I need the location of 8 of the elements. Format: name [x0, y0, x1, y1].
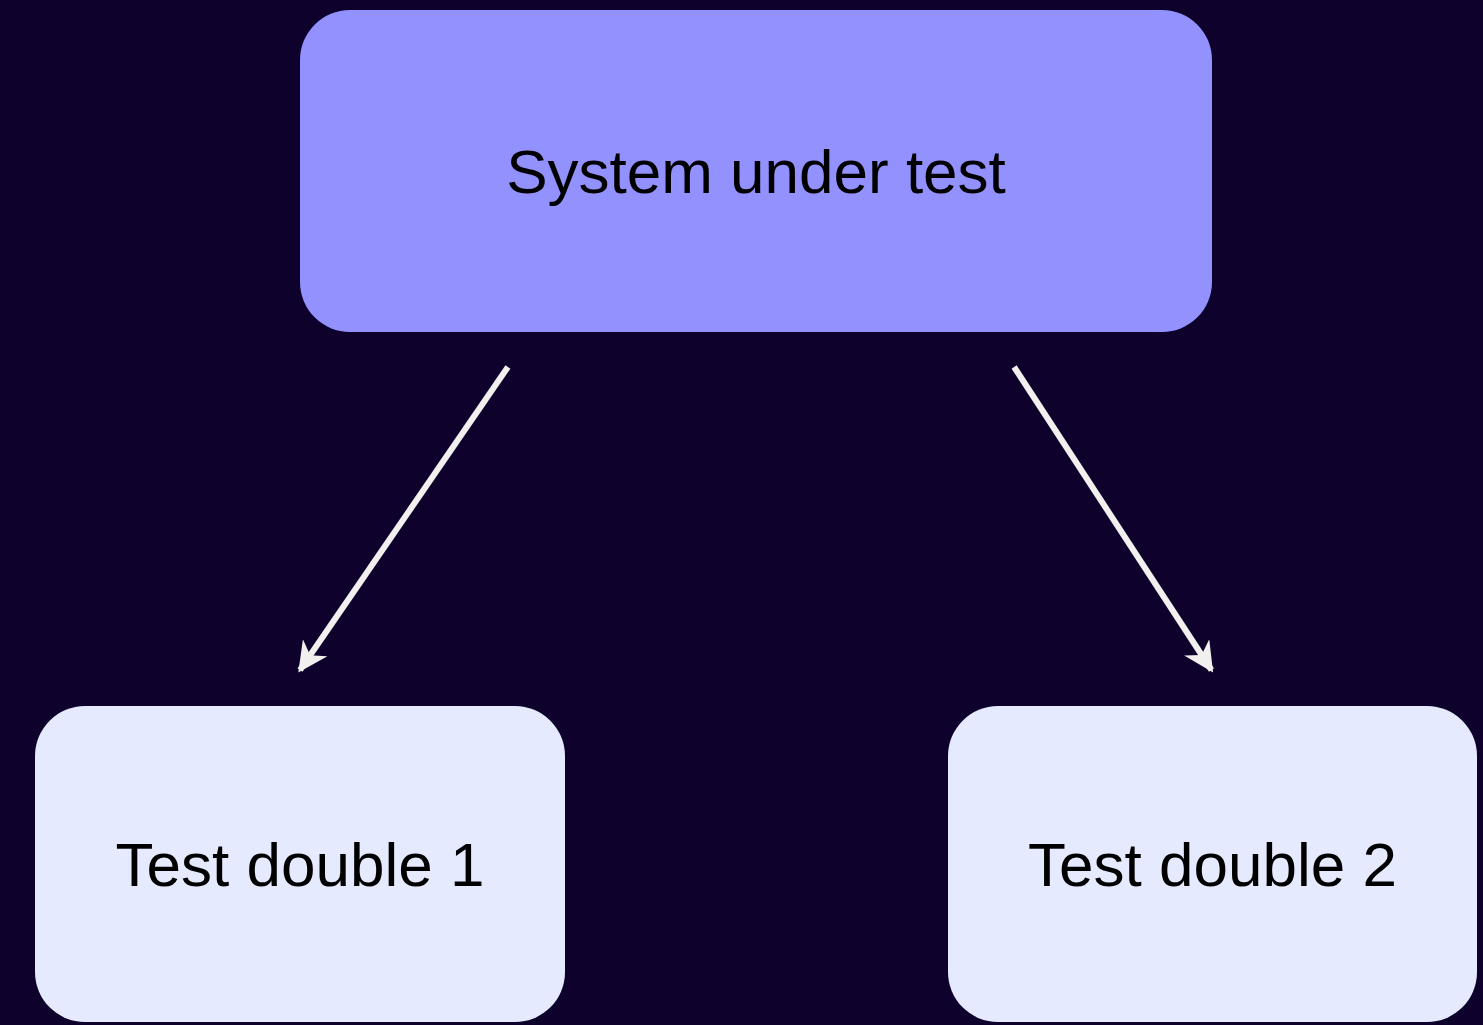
process-box: [35, 706, 565, 1022]
node-label: System under test: [506, 135, 1006, 207]
arrow: [297, 365, 511, 673]
process-box: [948, 706, 1477, 1022]
node-label: Test double 2: [1028, 828, 1397, 900]
node-label: Test double 1: [115, 828, 485, 900]
arrow: [1011, 365, 1214, 673]
process-box: [300, 10, 1212, 332]
